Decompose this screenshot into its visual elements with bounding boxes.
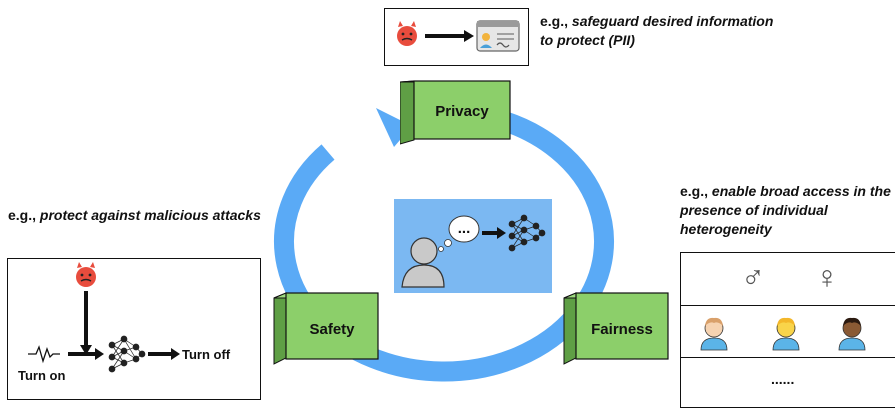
privacy-label: Privacy bbox=[435, 103, 489, 120]
safety-caption: e.g., protect against malicious attacks bbox=[8, 206, 268, 225]
fairness-label: Fairness bbox=[591, 321, 653, 338]
person-dark-icon bbox=[838, 317, 866, 351]
arrow-icon bbox=[425, 30, 474, 42]
thought-bubble-icon: ... bbox=[438, 215, 480, 252]
female-symbol-icon: ♀ bbox=[815, 259, 839, 295]
person-blonde-icon bbox=[772, 317, 800, 351]
safety-illustration-graphic: Turn off Turn on bbox=[18, 262, 231, 383]
center-illustration: ... bbox=[394, 199, 552, 293]
fairness-block: Fairness bbox=[563, 292, 669, 365]
privacy-caption: e.g., safeguard desired information to p… bbox=[540, 12, 790, 50]
turn-off-label: Turn off bbox=[182, 347, 231, 362]
safety-label: Safety bbox=[309, 321, 355, 338]
privacy-caption-prefix: e.g., bbox=[540, 13, 572, 29]
ring-arrowhead bbox=[376, 108, 412, 147]
people-row bbox=[700, 317, 866, 351]
privacy-illustration bbox=[384, 8, 529, 66]
safety-block: Safety bbox=[273, 292, 379, 365]
devil-icon bbox=[76, 262, 96, 287]
fairness-illustration: ♂ ♀ ...... bbox=[680, 252, 895, 408]
safety-caption-prefix: e.g., bbox=[8, 207, 40, 223]
fairness-caption-prefix: e.g., bbox=[680, 183, 712, 199]
fairness-caption-text: enable broad access in the presence of i… bbox=[680, 183, 891, 237]
row-divider-2 bbox=[681, 357, 895, 358]
person-light-icon bbox=[700, 317, 728, 351]
thought-text: ... bbox=[458, 220, 471, 237]
person-icon bbox=[401, 237, 445, 288]
safety-illustration: Turn off Turn on bbox=[7, 258, 261, 400]
id-card-icon bbox=[476, 20, 520, 52]
ellipsis-text: ...... bbox=[771, 371, 795, 387]
neural-network-icon bbox=[508, 214, 546, 252]
neural-network-icon bbox=[108, 335, 146, 373]
privacy-block: Privacy bbox=[400, 80, 511, 145]
signal-wave-icon bbox=[28, 345, 60, 364]
safety-caption-text: protect against malicious attacks bbox=[39, 207, 261, 223]
privacy-illustration-graphic bbox=[397, 20, 520, 52]
row-divider-1 bbox=[681, 305, 895, 306]
turn-on-label: Turn on bbox=[18, 368, 65, 383]
fairness-caption: e.g., enable broad access in the presenc… bbox=[680, 182, 895, 239]
devil-icon bbox=[397, 21, 417, 46]
privacy-caption-text: safeguard desired information to protect… bbox=[540, 13, 774, 48]
male-symbol-icon: ♂ bbox=[741, 259, 765, 295]
center-illustration-graphic: ... bbox=[401, 214, 546, 288]
down-arrow-head bbox=[80, 345, 92, 355]
